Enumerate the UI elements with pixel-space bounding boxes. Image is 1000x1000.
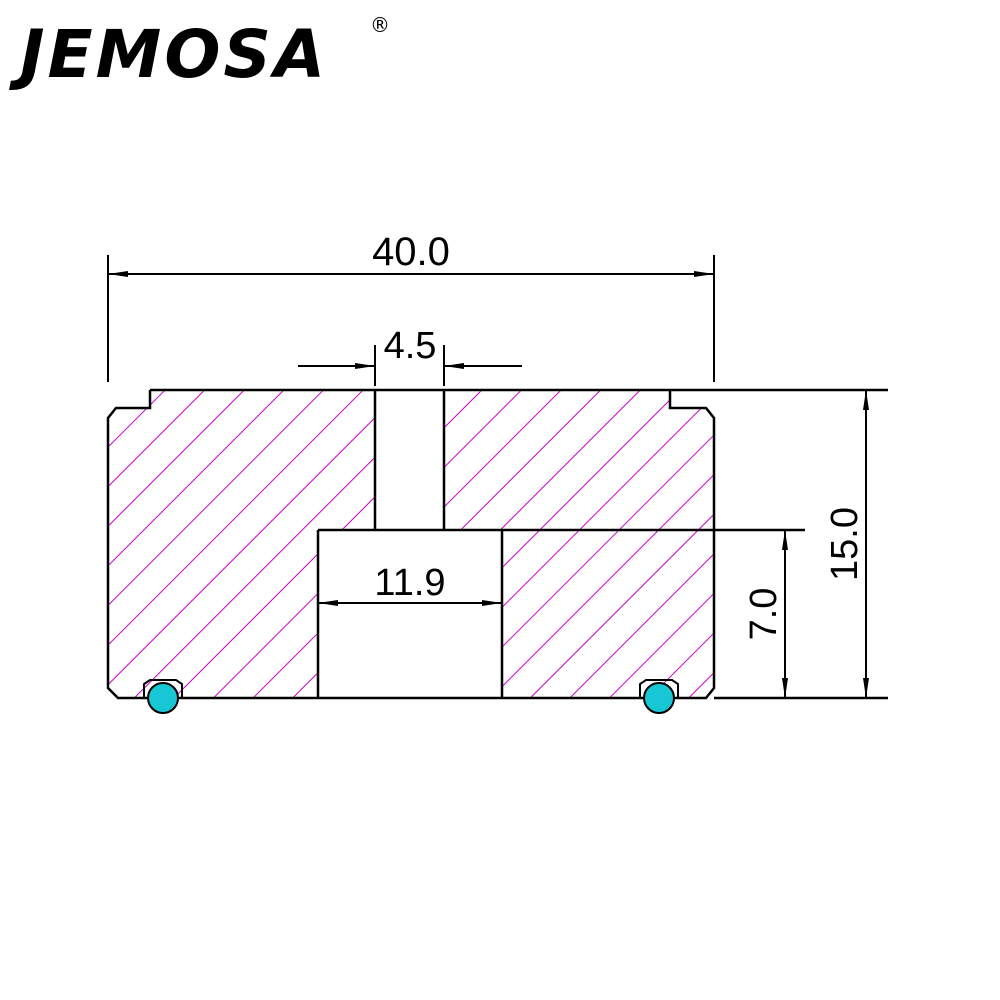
registered-mark: ®	[370, 13, 390, 37]
counterbore-width-label: 11.9	[374, 562, 445, 604]
counterbore-depth-label: 7.0	[743, 588, 785, 641]
o-ring-icon	[639, 679, 679, 714]
dimension-overall-width: 40.0	[107, 230, 715, 382]
dimension-overall-height: 15.0	[824, 390, 869, 698]
overall-width-label: 40.0	[372, 230, 450, 274]
dimension-slot-width: 4.5	[298, 325, 522, 386]
dimension-counterbore-depth: 7.0	[743, 530, 788, 698]
slot-width-label: 4.5	[384, 325, 437, 367]
o-ring-icon	[143, 679, 183, 714]
brand-name: JEMOSA	[9, 16, 328, 93]
dimension-counterbore-width: 11.9	[318, 562, 502, 606]
part-cross-section	[106, 388, 888, 714]
overall-height-label: 15.0	[824, 507, 866, 581]
left-hatch-region	[108, 390, 375, 698]
right-hatch-region	[444, 390, 714, 698]
part-outline	[106, 390, 716, 700]
brand-logo: JEMOSA ®	[9, 13, 390, 93]
